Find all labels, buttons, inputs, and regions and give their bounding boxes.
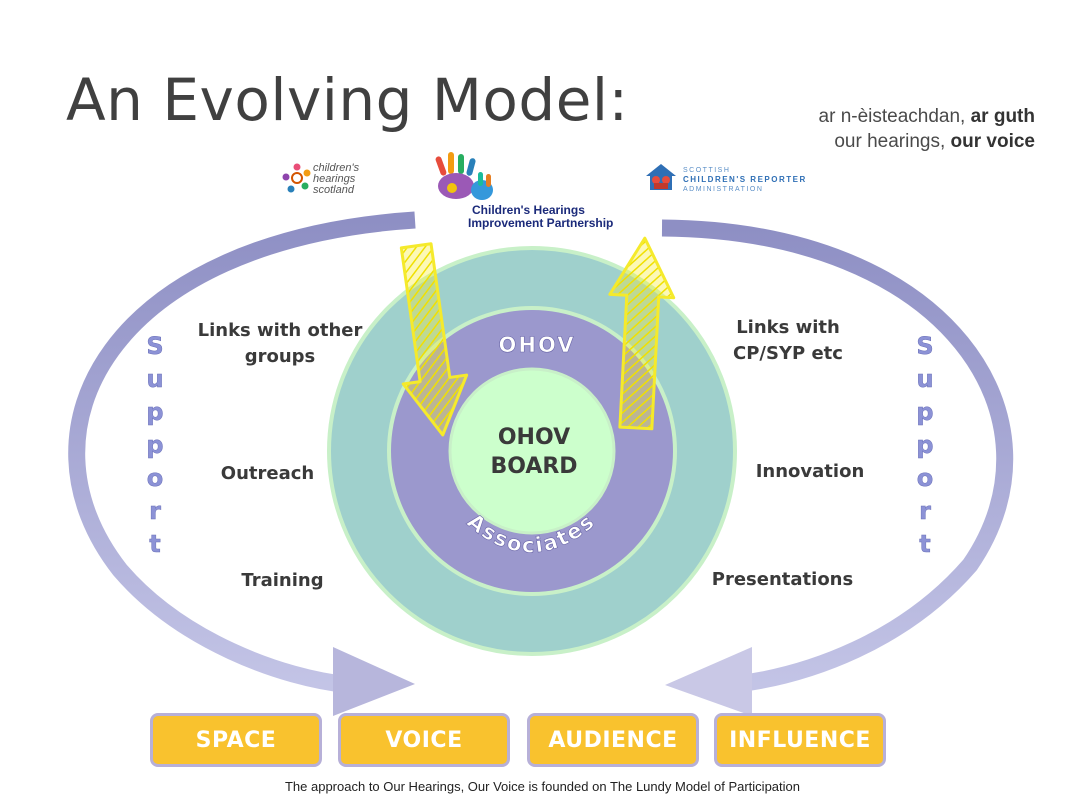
page-title: An Evolving Model: xyxy=(66,66,629,134)
chip-logo-line-2: Improvement Partnership xyxy=(468,216,614,230)
right-loop-arrowhead xyxy=(665,647,752,716)
scra-line-2: CHILDREN'S REPORTER xyxy=(683,175,807,184)
support-letter: p xyxy=(146,398,164,427)
yellow-down-arrow xyxy=(399,242,469,437)
support-letter: o xyxy=(916,464,934,493)
chs-logo-text: children's hearings scotland xyxy=(313,162,360,196)
audience-box: AUDIENCE xyxy=(527,713,699,767)
ohov-ring-label: OHOV xyxy=(499,333,576,357)
support-letter: p xyxy=(916,398,934,427)
presentations-label: Presentations xyxy=(711,569,854,590)
footer-note: The approach to Our Hearings, Our Voice … xyxy=(284,779,800,794)
support-letter: r xyxy=(149,497,161,526)
yellow-up-arrow xyxy=(608,236,676,431)
tagline: ar n-èisteachdan, ar guth our hearings, … xyxy=(819,104,1035,154)
chs-logo-icon xyxy=(282,163,311,193)
links-other-groups-label: Links with other groups xyxy=(197,320,363,367)
scra-line-3: ADMINISTRATION xyxy=(683,186,764,193)
chip-logo-text: Children's Hearings Improvement Partners… xyxy=(468,204,613,230)
chip-logo-line-1: Children's Hearings xyxy=(472,203,585,217)
training-label: Training xyxy=(241,570,324,591)
left-loop-arrowhead xyxy=(333,647,415,716)
links-cp-syp-label: Links with CP/SYP etc xyxy=(733,317,843,364)
right-loop-arrow xyxy=(661,219,1014,694)
center-label-line-1: OHOV xyxy=(498,425,570,450)
sound-wave-logo-icon xyxy=(816,22,1047,88)
chip-handprint-icon xyxy=(435,152,493,200)
scra-logo-text: SCOTTISH CHILDREN'S REPORTER ADMINISTRAT… xyxy=(683,166,807,194)
support-letter: p xyxy=(916,431,934,460)
center-label-line-2: BOARD xyxy=(490,454,577,479)
support-letter: r xyxy=(919,497,931,526)
scra-line-1: SCOTTISH xyxy=(683,167,731,174)
support-letter: S xyxy=(146,332,164,361)
space-box: SPACE xyxy=(150,713,322,767)
voice-box: VOICE xyxy=(338,713,510,767)
support-letter: o xyxy=(146,464,164,493)
tagline-line-1: ar n-èisteachdan, ar guth xyxy=(818,106,1035,127)
support-letter: p xyxy=(146,431,164,460)
support-letter: u xyxy=(146,365,164,394)
support-letter: S xyxy=(916,332,934,361)
scra-logo-icon xyxy=(646,164,676,190)
innovation-label: Innovation xyxy=(755,461,865,482)
outreach-label: Outreach xyxy=(220,463,315,484)
support-letter: t xyxy=(919,530,931,559)
support-letter: t xyxy=(149,530,161,559)
tagline-line-2: our hearings, our voice xyxy=(834,131,1035,152)
support-letter: u xyxy=(916,365,934,394)
inner-circle xyxy=(448,367,616,535)
influence-box: INFLUENCE xyxy=(714,713,886,767)
left-loop-arrow xyxy=(68,211,416,694)
